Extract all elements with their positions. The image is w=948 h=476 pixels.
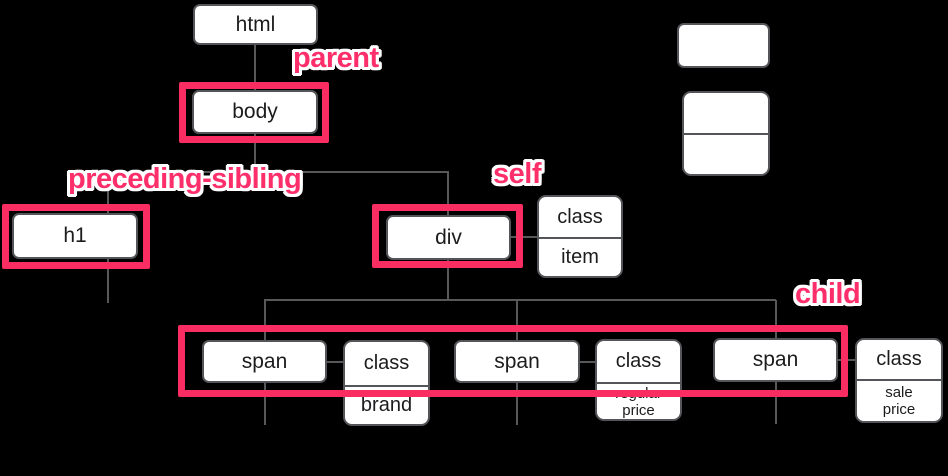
node-body: body [192, 90, 318, 134]
highlight-child-spans [178, 325, 848, 397]
connector-span3-drop [775, 300, 777, 338]
node-html: html [193, 4, 318, 45]
connector-div-attr [509, 236, 539, 238]
attr-value-cell: brand [360, 394, 413, 416]
attr-name-cell: class [539, 197, 621, 239]
node-span-3: span [713, 338, 838, 382]
connector-body-down [254, 134, 256, 173]
highlight-self-div [372, 204, 523, 268]
attr-table-sale-price: class sale price [855, 338, 943, 423]
connector-span2-below [516, 383, 518, 425]
attr-name-cell: class [597, 341, 680, 384]
connector-h1-below [107, 259, 109, 303]
connector-h1-drop [107, 172, 109, 214]
connector-div-drop [447, 172, 449, 216]
attr-name-cell: class [857, 340, 941, 381]
highlight-parent-body [179, 82, 329, 143]
connector-span3-below [775, 382, 777, 424]
connector-span1-drop [264, 300, 266, 340]
node-span-1: span [202, 340, 327, 383]
node-div: div [386, 215, 511, 260]
axis-label-child: child [795, 278, 861, 310]
highlight-preceding-sibling-h1 [2, 204, 150, 269]
axis-label-self: self [493, 158, 541, 190]
connector-siblings-horizontal [107, 171, 449, 173]
node-span-2: span [454, 340, 580, 383]
attr-table-item: class item [537, 195, 623, 278]
node-h1: h1 [12, 213, 138, 259]
legend-attribute-name-cell [684, 93, 768, 135]
legend-attribute-table [682, 91, 770, 176]
connector-span1-below [264, 383, 266, 425]
attr-name-cell: class [345, 342, 428, 387]
connector-span2-drop [516, 300, 518, 340]
connector-span2-attr [578, 361, 597, 363]
connector-div-below [447, 260, 449, 300]
attr-value-cell: sale price [882, 384, 916, 418]
connector-span1-attr [325, 361, 345, 363]
attr-value-cell: item [561, 246, 599, 268]
legend-element-box [677, 23, 770, 68]
connector-html-body [254, 45, 256, 92]
axis-label-parent: parent [293, 42, 379, 74]
attr-table-brand: class brand [343, 340, 430, 426]
legend-attribute-value-cell [684, 135, 768, 174]
connector-children-horizontal [264, 299, 776, 301]
axis-label-preceding-sibling: preceding-sibling [68, 163, 302, 195]
